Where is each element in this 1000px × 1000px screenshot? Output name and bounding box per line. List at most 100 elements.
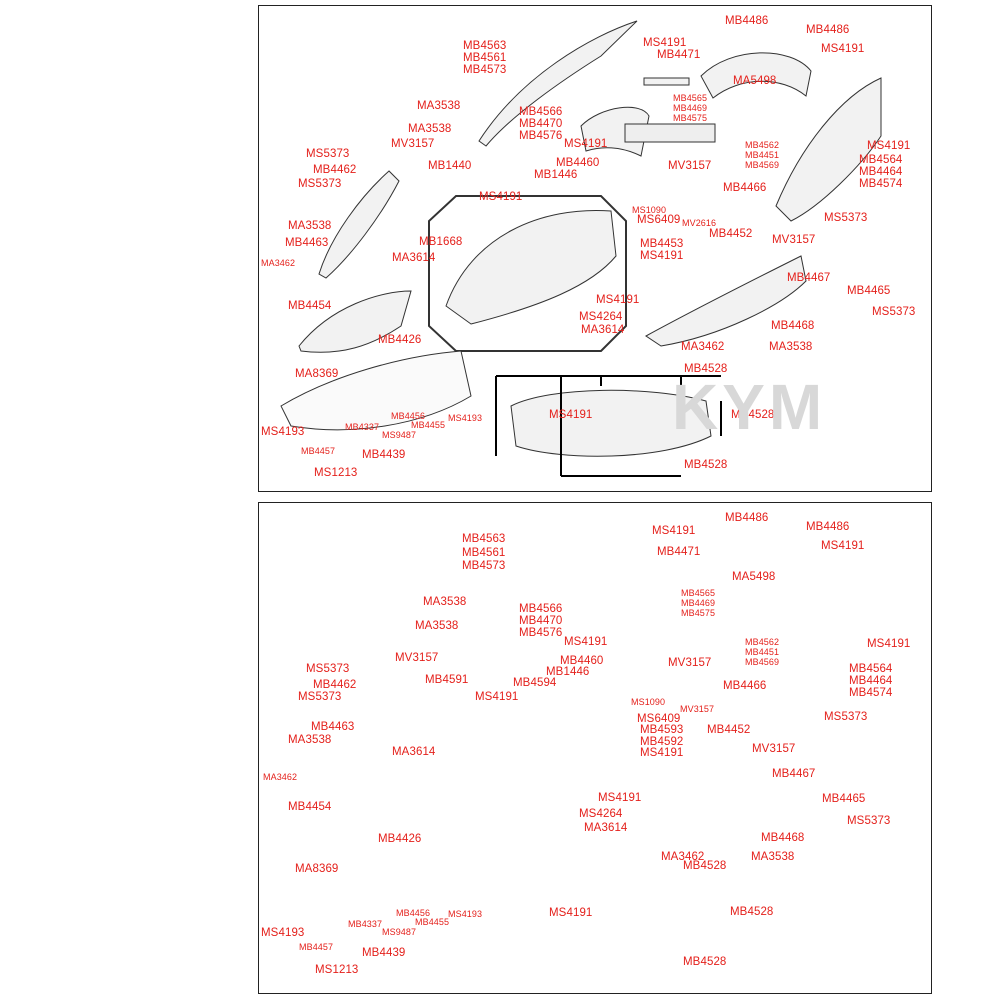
part-number-label: MB4561 [462,547,506,559]
part-number-label: MS4191 [643,37,687,49]
part-number-label: MS6409 [637,713,681,725]
part-number-label: MS1213 [314,467,358,479]
part-number-label: MB4574 [849,687,893,699]
part-number-label: MB4562 [745,637,780,647]
part-number-label: MS4191 [549,907,593,919]
part-number-label: MS1213 [315,964,359,976]
part-number-label: MB4470 [519,118,563,130]
part-number-label: MA3538 [417,100,461,112]
part-number-label: MA3538 [423,596,467,608]
part-number-label: MS4191 [640,747,684,759]
part-number-label: MS5373 [298,691,342,703]
part-number-label: MB4528 [683,860,727,872]
part-number-label: MB4453 [640,238,684,250]
part-number-label: MB4457 [299,942,334,952]
part-number-label: MB1440 [428,160,472,172]
exploded-parts-drawing [280,20,882,477]
part-number-label: MB4565 [673,93,708,103]
part-number-label: MB4486 [806,521,850,533]
part-number-label: MA3538 [408,123,452,135]
part-number-label: MV3157 [668,657,712,669]
part-number-label: MB4470 [519,615,563,627]
part-number-label: MB4467 [772,768,816,780]
part-number-label: MV2616 [682,218,717,228]
part-number-label: MB4469 [673,103,708,113]
part-number-label: MS5373 [824,212,868,224]
part-number-label: MV3157 [772,234,816,246]
part-number-label: MB4465 [847,285,891,297]
part-number-label: MS9487 [382,927,417,937]
side-cover-right [775,77,882,222]
seat-storage-box [445,209,617,325]
floor-panel [298,290,412,353]
part-number-label: MS4191 [867,140,911,152]
front-inner-cover [478,20,638,147]
part-number-label: MB4451 [745,647,780,657]
part-number-label: MB4466 [723,680,767,692]
part-number-label: MA3614 [392,252,436,264]
part-number-label: MS4191 [475,691,519,703]
part-number-label: MB4455 [415,917,450,927]
part-number-label: MB4426 [378,334,422,346]
part-number-label: MB1446 [546,666,590,678]
part-number-label: MB4575 [681,608,716,618]
part-number-label: MB4566 [519,603,563,615]
part-number-label: MB4471 [657,546,701,558]
part-number-label: MB4528 [731,409,775,421]
part-number-label: MB4573 [462,560,506,572]
leader-lines [495,375,722,477]
part-number-label: MS4191 [479,191,523,203]
part-number-label: MS4264 [579,808,623,820]
part-number-label: MS4264 [579,311,623,323]
part-number-label: MS4193 [261,426,305,438]
part-number-label: MB4569 [745,657,780,667]
part-number-label: MB4463 [285,237,329,249]
part-number-label: MB4462 [313,164,357,176]
part-number-label: MB4454 [288,300,332,312]
part-number-label: MA3462 [263,772,298,782]
part-number-label: MA3462 [661,851,705,863]
part-number-label: MA3462 [681,341,725,353]
part-number-label: MB4528 [684,459,728,471]
part-number-label: MA3614 [581,324,625,336]
part-number-label: MB4594 [513,677,557,689]
part-number-label: MB4337 [348,919,383,929]
lower-frame [280,350,472,431]
part-number-label: MA3538 [751,851,795,863]
part-number-label: MB4486 [806,24,850,36]
tool-bar [643,77,690,86]
part-number-label: MB4468 [761,832,805,844]
part-number-label: MS6409 [637,214,681,226]
part-number-label: MB4565 [681,588,716,598]
part-number-label: MB4573 [463,64,507,76]
part-number-label: MB4593 [640,724,684,736]
inner-fender [580,106,650,157]
part-number-label: MA3538 [769,341,813,353]
part-number-label: MA8369 [295,863,339,875]
part-number-label: MS1090 [632,205,667,215]
part-number-label: MV3157 [752,743,796,755]
part-number-label: MS5373 [306,663,350,675]
part-number-label: MS4191 [821,43,865,55]
part-number-label: MB4486 [725,15,769,27]
part-number-label: MB4465 [822,793,866,805]
part-number-label: MB4456 [396,908,431,918]
part-number-label: MB4562 [745,140,780,150]
part-number-label: MB4463 [311,721,355,733]
part-number-label: MB4464 [859,166,903,178]
part-number-label: MB4452 [709,228,753,240]
part-number-label: MA3538 [288,220,332,232]
part-number-label: MB4591 [425,674,469,686]
part-number-label: MB4561 [463,52,507,64]
part-number-label: MB4455 [411,420,446,430]
part-number-label: MB4460 [560,655,604,667]
part-number-label: MS4191 [821,540,865,552]
part-number-label: MB4528 [683,956,727,968]
part-number-label: MB4563 [463,40,507,52]
part-number-label: MB4452 [707,724,751,736]
watermark-logo: KYM [672,371,827,443]
part-number-label: MV3157 [391,138,435,150]
part-number-label: MS4191 [598,792,642,804]
part-number-label: MB4574 [859,178,903,190]
part-number-label: MB4426 [378,833,422,845]
